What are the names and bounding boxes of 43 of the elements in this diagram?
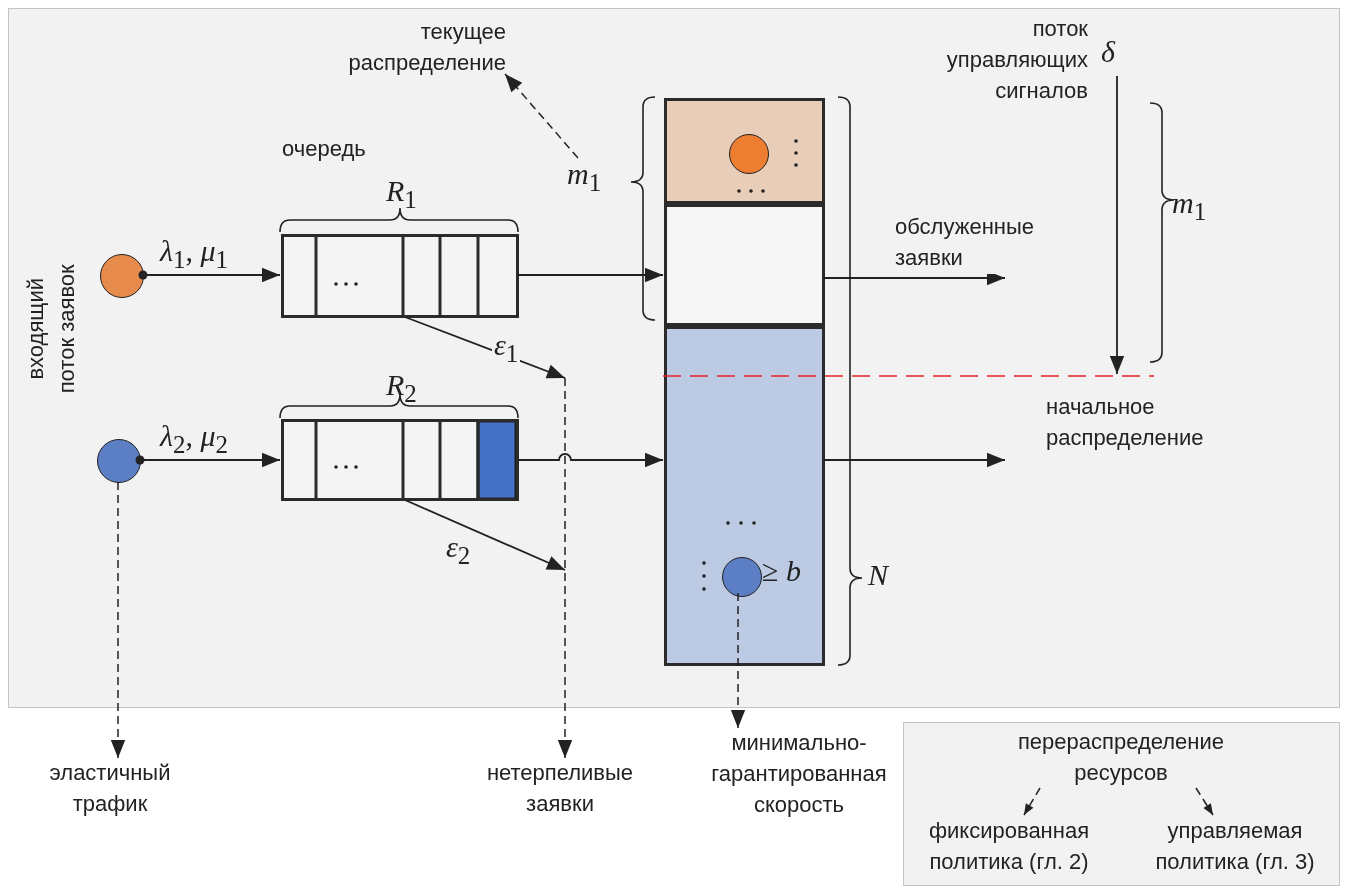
math-label: δ bbox=[1101, 37, 1135, 67]
text-label: входящий поток заявок bbox=[22, 263, 80, 394]
note-text: управляемая политика (гл. 3) bbox=[1129, 816, 1341, 878]
math-label: R$_{1}$ bbox=[386, 176, 417, 212]
callout-text: нетерпеливые заявки bbox=[480, 758, 640, 820]
arrow bbox=[404, 316, 566, 379]
arrow bbox=[404, 499, 566, 571]
source-circle bbox=[100, 254, 144, 298]
math-label: ≥ b bbox=[762, 556, 801, 586]
callout-text: минимально-гарантированная скорость bbox=[692, 728, 906, 821]
queue-box bbox=[281, 419, 519, 501]
dashed-arrow bbox=[557, 377, 573, 759]
arrow bbox=[138, 267, 281, 283]
note-panel bbox=[903, 722, 1340, 886]
arrow bbox=[1109, 75, 1125, 375]
caption-text: поток управляющих сигналов bbox=[945, 15, 1088, 105]
source-circle bbox=[97, 439, 141, 483]
arrow bbox=[517, 452, 664, 468]
queue-box bbox=[281, 234, 519, 318]
request-circle bbox=[722, 557, 762, 597]
request-circle bbox=[729, 134, 769, 174]
math-label: N bbox=[868, 560, 888, 590]
dashed-arrow bbox=[110, 481, 126, 759]
text-label: очередь bbox=[282, 135, 366, 163]
text-label: начальное распределение bbox=[1046, 393, 1205, 452]
buffer-section bbox=[664, 326, 825, 666]
note-text: перераспределение ресурсов bbox=[991, 727, 1251, 789]
dashed-arrow bbox=[1023, 787, 1041, 816]
dashed-arrow bbox=[730, 592, 746, 729]
dashed-arrow bbox=[504, 73, 579, 159]
callout-text: текущее распределение bbox=[341, 17, 506, 79]
math-label: m$_{1}$ bbox=[567, 159, 619, 195]
buffer-section bbox=[664, 204, 825, 326]
note-text: фиксированная политика (гл. 2) bbox=[907, 816, 1111, 878]
buffer-section bbox=[664, 98, 825, 204]
diagram-panel bbox=[8, 8, 1340, 708]
arrow bbox=[517, 267, 664, 283]
math-label: R$_{2}$ bbox=[386, 370, 417, 406]
dashed-arrow bbox=[1195, 787, 1214, 816]
callout-text: эластичный трафик bbox=[30, 758, 190, 820]
arrow bbox=[823, 452, 1006, 468]
arrow bbox=[135, 452, 281, 468]
math-label: m$_{1}$ bbox=[1172, 188, 1207, 224]
